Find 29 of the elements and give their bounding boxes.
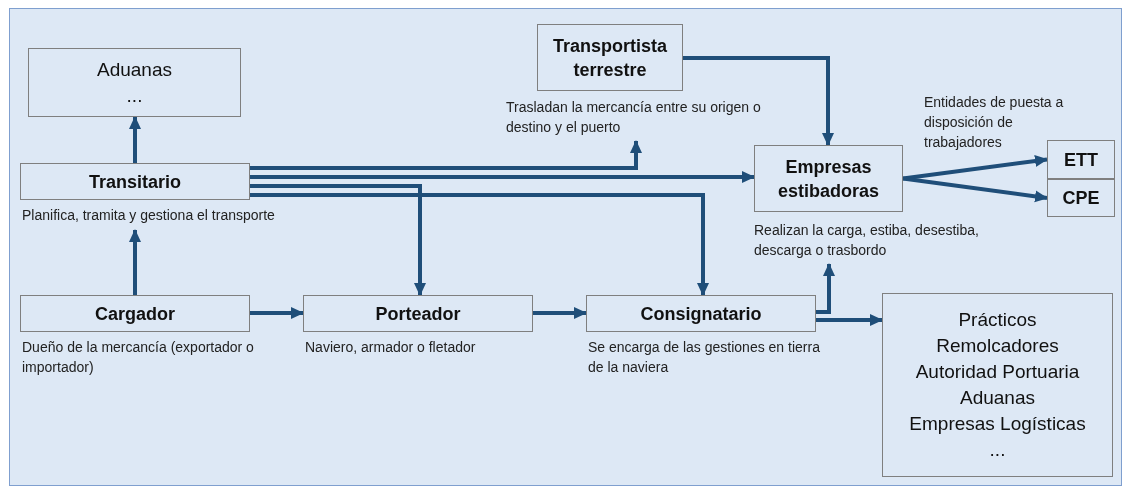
list-box: Prácticos Remolcadores Autoridad Portuaria Aduanas Empresas Logísticas ... <box>882 293 1113 477</box>
role-box: Transitario <box>20 163 250 200</box>
arrow <box>129 229 141 295</box>
node-caption: Naviero, armador o fletador <box>304 338 477 357</box>
node-caption: Planifica, tramita y gestiona el transporte <box>21 206 276 225</box>
arrow <box>250 140 642 170</box>
arrow <box>902 176 1048 203</box>
role-box: Transportista terrestre <box>537 24 683 91</box>
arrow <box>816 314 883 326</box>
role-box: Cargador <box>20 295 250 332</box>
arrow <box>129 116 141 163</box>
arrow <box>250 184 426 296</box>
description-text: Trasladan la mercancía entre su origen o destino y el puerto <box>506 97 768 137</box>
role-box: ETT <box>1047 140 1115 179</box>
role-box: Empresas estibadoras <box>754 145 903 212</box>
role-box: Consignatario <box>586 295 816 332</box>
node-caption: Se encarga de las gestiones en tierra de la naviera <box>587 338 821 377</box>
node-caption: Dueño de la mercancía (exportador o importador) <box>21 338 255 377</box>
arrow <box>902 155 1048 181</box>
arrow <box>250 307 304 319</box>
role-box: Porteador <box>303 295 533 332</box>
arrow <box>250 171 755 183</box>
role-box: CPE <box>1047 179 1115 217</box>
arrow <box>533 307 587 319</box>
list-box: Aduanas ... <box>28 48 241 117</box>
arrow <box>816 263 835 314</box>
arrow <box>250 193 709 296</box>
description-text: Realizan la carga, estiba, desestiba, descarga o trasbordo <box>754 220 1024 260</box>
arrow <box>683 56 834 146</box>
